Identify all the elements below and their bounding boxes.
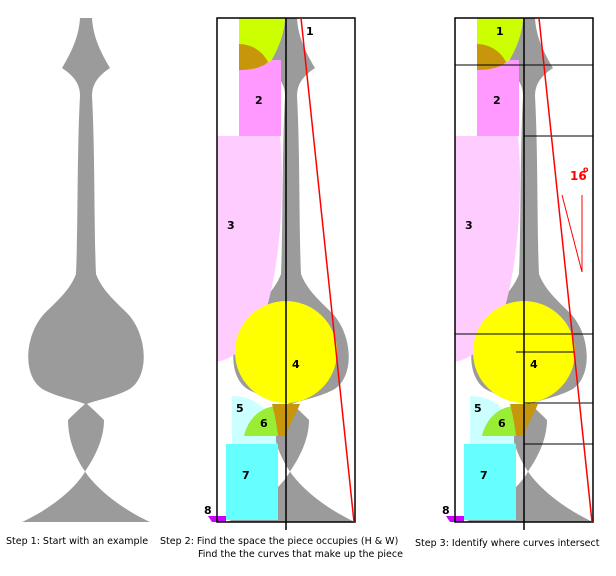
step2-caption-line2: Find the the curves that make up the pie… [198, 549, 403, 560]
angle-guide-line [561, 194, 583, 273]
piece-2-shape [239, 60, 281, 136]
label-8: 8 [204, 504, 212, 517]
angle-label: 16 [570, 169, 587, 183]
label-5: 5 [474, 402, 482, 415]
label-3: 3 [227, 219, 235, 232]
label-2: 2 [255, 94, 263, 107]
step3-panel: 16 o 1 2 3 4 5 6 7 8 Step 3: Identify wh… [415, 17, 600, 549]
piece-7-shape [226, 444, 278, 520]
vase-silhouette [22, 18, 150, 522]
taper-guide-line [300, 17, 355, 523]
step3-caption: Step 3: Identify where curves intersect [415, 538, 600, 549]
angle-degree-symbol: o [583, 165, 589, 174]
label-1: 1 [496, 25, 504, 38]
step1-caption: Step 1: Start with an example [6, 536, 148, 547]
label-5: 5 [236, 402, 244, 415]
overlap-shape [239, 44, 268, 70]
label-7: 7 [480, 469, 488, 482]
piece-7-shape [464, 444, 516, 520]
step2-panel: 1 2 3 4 5 6 7 8 Step 2: Find the space t… [160, 17, 403, 560]
label-4: 4 [292, 358, 300, 371]
label-7: 7 [242, 469, 250, 482]
piece-2-shape [477, 60, 519, 136]
label-3: 3 [465, 219, 473, 232]
label-8: 8 [442, 504, 450, 517]
label-6: 6 [498, 417, 506, 430]
intersection-lines [455, 64, 593, 445]
step1-panel: Step 1: Start with an example [6, 18, 150, 547]
taper-guide-line [538, 17, 593, 523]
label-6: 6 [260, 417, 268, 430]
label-1: 1 [306, 25, 314, 38]
label-2: 2 [493, 94, 501, 107]
step2-caption: Step 2: Find the space the piece occupie… [160, 536, 398, 547]
label-4: 4 [530, 358, 538, 371]
overlap-shape [477, 44, 506, 70]
